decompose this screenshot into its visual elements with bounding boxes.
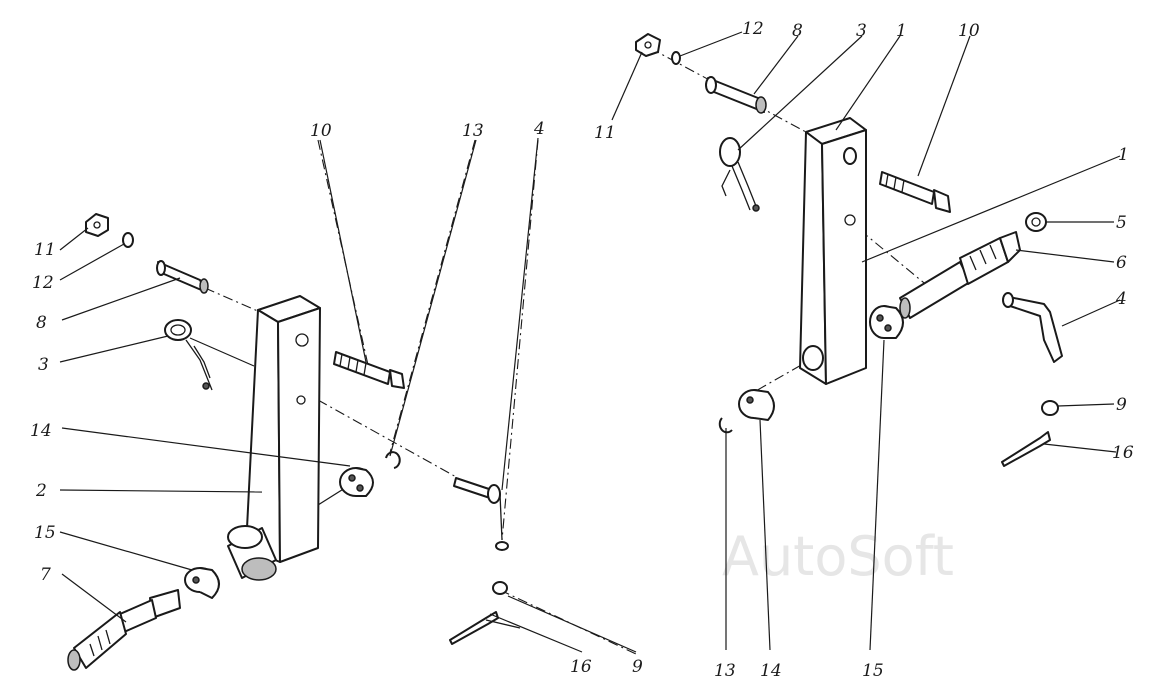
pin-4-left bbox=[453, 477, 509, 551]
callout-9-left: 9 bbox=[632, 657, 643, 677]
callout-16-right: 16 bbox=[1112, 443, 1134, 463]
washer-9-right bbox=[1041, 400, 1059, 416]
ring-pin-3-left bbox=[164, 319, 213, 391]
callout-9-right: 9 bbox=[1116, 395, 1127, 415]
callout-15-left: 15 bbox=[34, 523, 56, 543]
callout-4-left: 4 bbox=[533, 119, 545, 139]
circlip-13-right bbox=[718, 417, 733, 434]
axis-line bbox=[739, 359, 811, 401]
right-assembly bbox=[635, 33, 1063, 467]
callout-16-left: 16 bbox=[570, 657, 592, 677]
callout-11-right: 11 bbox=[594, 123, 616, 143]
pin-8-right bbox=[705, 76, 767, 114]
callout-3-left: 3 bbox=[38, 355, 49, 375]
callout-15-right: 15 bbox=[862, 661, 884, 681]
callout-14-right: 14 bbox=[760, 661, 782, 681]
handle-4-right bbox=[1002, 292, 1063, 363]
axis-line bbox=[501, 139, 539, 541]
callout-2: 2 bbox=[35, 481, 47, 501]
washer-12-right bbox=[671, 51, 681, 65]
nut-11-left bbox=[85, 213, 109, 237]
callout-13-left: 13 bbox=[462, 121, 484, 141]
callout-8-left: 8 bbox=[36, 313, 47, 333]
axis-line bbox=[317, 399, 459, 479]
washer-9-left bbox=[492, 581, 508, 595]
bolt-10-right bbox=[879, 171, 951, 213]
callout-10-left: 10 bbox=[310, 121, 332, 141]
threaded-stud-6 bbox=[899, 231, 1021, 319]
nut-11-right bbox=[635, 33, 661, 57]
callout-1-top: 1 bbox=[896, 21, 907, 41]
cotter-pin-16-left bbox=[449, 611, 521, 645]
ring-pin-3-right bbox=[719, 137, 760, 212]
callout-8-right: 8 bbox=[792, 21, 803, 41]
callout-12-right: 12 bbox=[742, 19, 764, 39]
left-assembly bbox=[67, 139, 637, 671]
callout-11-left: 11 bbox=[34, 240, 56, 260]
axis-line bbox=[387, 139, 476, 461]
sleeve-left bbox=[227, 525, 277, 581]
callout-14-left: 14 bbox=[30, 421, 52, 441]
bushing-14-left bbox=[339, 467, 374, 497]
watermark-text: AutoSoft bbox=[722, 525, 954, 588]
bushing-15-right bbox=[869, 305, 904, 339]
bracket-tube-2 bbox=[245, 295, 346, 563]
leader-lines bbox=[59, 31, 1121, 653]
nut-5 bbox=[1025, 212, 1047, 232]
callout-7: 7 bbox=[40, 565, 51, 585]
axis-line bbox=[204, 287, 261, 313]
callout-4-right: 4 bbox=[1115, 289, 1127, 309]
pin-8-left bbox=[156, 260, 209, 294]
callout-labels: 11 12 8 3 14 2 15 7 10 13 4 16 9 11 12 8… bbox=[30, 19, 1134, 681]
callout-5: 5 bbox=[1116, 213, 1127, 233]
circlip-13-left bbox=[385, 451, 401, 469]
callout-6: 6 bbox=[1116, 253, 1127, 273]
bushing-14-right bbox=[738, 389, 775, 421]
bolt-10-left bbox=[333, 351, 405, 389]
bracket-tube-1 bbox=[799, 117, 867, 385]
callout-10-right: 10 bbox=[958, 21, 980, 41]
bushing-15-left bbox=[184, 567, 220, 599]
callout-3-right: 3 bbox=[856, 21, 867, 41]
washer-12-left bbox=[122, 232, 134, 248]
cotter-pin-16-right bbox=[1001, 431, 1051, 467]
callout-12-left: 12 bbox=[32, 273, 54, 293]
cone-stud-7 bbox=[67, 589, 181, 671]
axis-line bbox=[859, 229, 936, 293]
callout-13-right: 13 bbox=[714, 661, 736, 681]
callout-1-right: 1 bbox=[1118, 145, 1129, 165]
